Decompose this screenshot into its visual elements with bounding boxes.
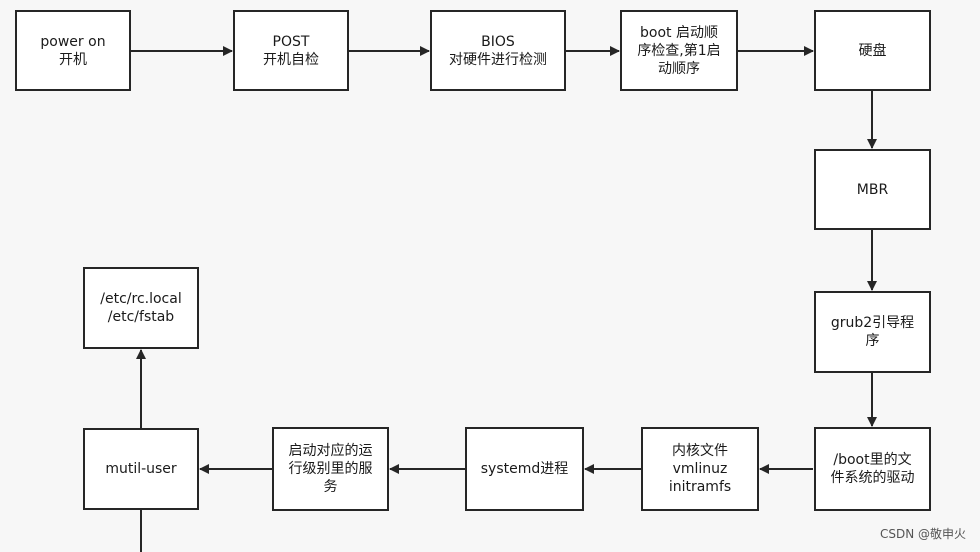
node-kernel: 内核文件 vmlinuz initramfs xyxy=(641,427,759,511)
node-rc-local-label: /etc/rc.local /etc/fstab xyxy=(100,291,182,325)
node-power-on: power on 开机 xyxy=(15,10,131,91)
node-rc-local: /etc/rc.local /etc/fstab xyxy=(83,267,199,349)
node-mutil-user: mutil-user xyxy=(83,428,199,510)
node-post-label: POST 开机自检 xyxy=(263,33,319,68)
node-grub2-label: grub2引导程 序 xyxy=(830,315,915,349)
node-bios: BIOS 对硬件进行检测 xyxy=(430,10,566,91)
node-runlevel-services: 启动对应的运 行级别里的服 务 xyxy=(272,427,389,511)
node-mbr-label: MBR xyxy=(856,181,889,198)
node-grub2: grub2引导程 序 xyxy=(814,291,931,373)
node-mbr: MBR xyxy=(814,149,931,230)
node-disk: 硬盘 xyxy=(814,10,931,91)
node-boot-driver: /boot里的文 件系统的驱动 xyxy=(814,427,931,511)
node-boot-order: boot 启动顺 序检查,第1启 动顺序 xyxy=(620,10,738,91)
watermark: CSDN @敬申火 xyxy=(879,527,966,541)
node-disk-label: 硬盘 xyxy=(858,42,887,59)
node-systemd-label: systemd进程 xyxy=(480,461,569,477)
node-bios-label: BIOS 对硬件进行检测 xyxy=(449,33,547,68)
node-kernel-label: 内核文件 vmlinuz initramfs xyxy=(668,443,732,495)
node-post: POST 开机自检 xyxy=(233,10,349,91)
node-boot-driver-label: /boot里的文 件系统的驱动 xyxy=(830,452,915,486)
node-power-on-label: power on 开机 xyxy=(40,33,106,68)
node-runlevel-services-label: 启动对应的运 行级别里的服 务 xyxy=(288,443,373,495)
node-boot-order-label: boot 启动顺 序检查,第1启 动顺序 xyxy=(637,24,721,77)
node-systemd: systemd进程 xyxy=(465,427,584,511)
node-mutil-user-label: mutil-user xyxy=(105,461,177,477)
